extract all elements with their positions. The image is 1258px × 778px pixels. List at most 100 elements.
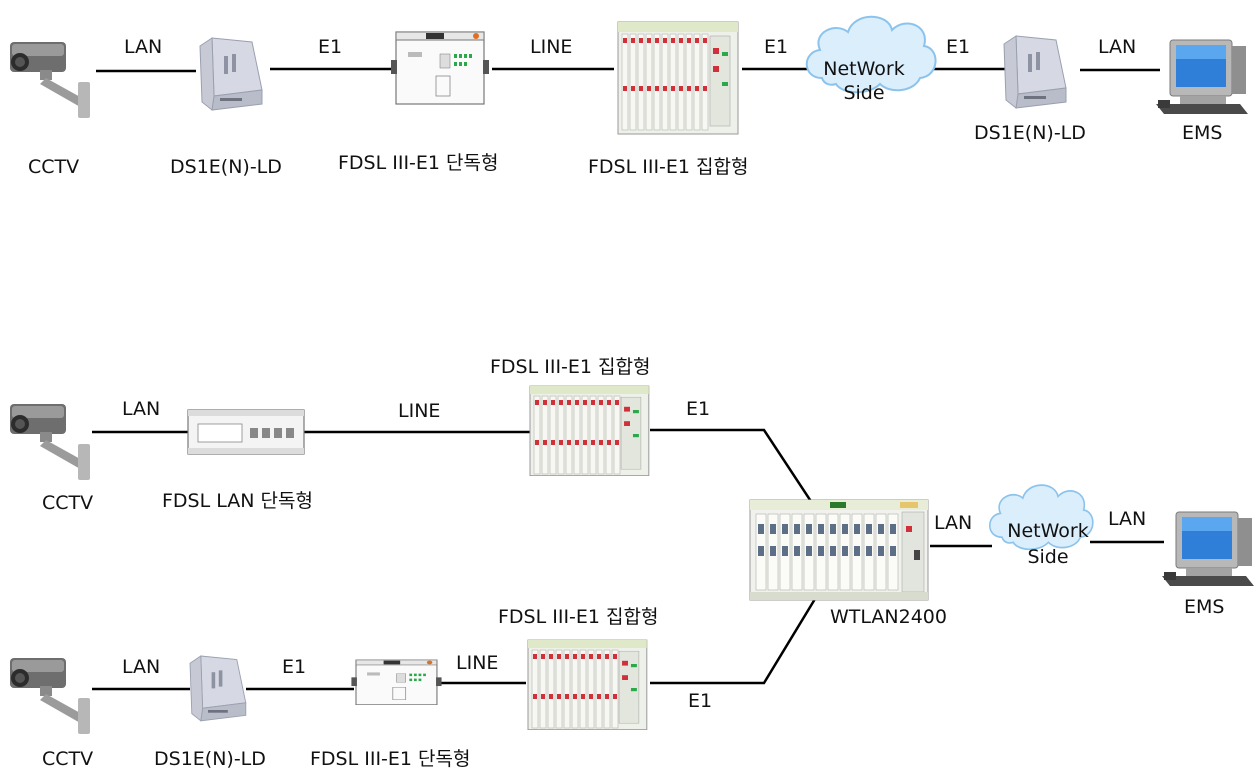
wtlan2400-label: WTLAN2400 [830,606,947,628]
rack-card-led [565,694,569,699]
rack-card-slot [564,650,570,728]
rack-card-led [543,400,547,405]
bottom-lan-ems-label: LAN [1108,508,1146,530]
rack-card-led [535,440,539,445]
top-ds1e-b-label: DS1E(N)-LD [974,122,1086,144]
top-fdsl-rack-icon [618,22,738,134]
rack-card-led [605,654,609,659]
rack-card-led [565,654,569,659]
wtlan-port [878,546,884,556]
bottom-ems-label: EMS [1184,596,1224,618]
rack-card-led [615,400,619,405]
wtlan-port [842,546,848,556]
rack-card-led [559,440,563,445]
rack-card-slot [638,34,644,130]
wtlan-port [878,524,884,534]
rack-card-led [647,86,651,91]
bottom-ds1e-modem-icon [190,656,246,721]
rack-card-slot [542,396,548,474]
wtlan-port [782,524,788,534]
bottom-fdsl-standalone-icon [351,660,441,705]
rack-card-led [575,400,579,405]
rack-card-slot [654,34,660,130]
top-line-label: LINE [530,36,572,58]
rack-card-led [647,38,651,43]
wtlan-port [758,546,764,556]
rack-card-slot [612,650,618,728]
rack-card-led [583,400,587,405]
wtlan-port [770,546,776,556]
rack-card-led [597,694,601,699]
rack-card-led [607,400,611,405]
rack-card-led [703,86,707,91]
rack-card-led [605,694,609,699]
rack-card-slot [572,650,578,728]
rack-card-led [575,440,579,445]
rack-card-led [559,400,563,405]
bottom-cctv-a-label: CCTV [42,492,93,514]
bottom-cctv-b-camera-icon [10,658,90,734]
wtlan-port [830,546,836,556]
rack-card-led [679,86,683,91]
rack-card-slot [596,650,602,728]
bottom-fdsl-rack-a-icon [530,386,649,476]
rack-card-slot [598,396,604,474]
rack-card-slot [606,396,612,474]
top-fdsl-rack-label: FDSL III-E1 집합형 [588,156,748,178]
bottom-lan-a-label: LAN [122,398,160,420]
wtlan-port [866,546,872,556]
rack-card-slot [540,650,546,728]
bottom-lan-w-label: LAN [934,512,972,534]
top-ds1e-modem-icon [200,38,262,110]
rack-card-led [557,694,561,699]
rack-card-led [557,654,561,659]
rack-card-led [687,38,691,43]
rack-card-slot [590,396,596,474]
rack-card-led [597,654,601,659]
bottom-fdsl-rack-b-label: FDSL III-E1 집합형 [498,606,658,628]
rack-card-led [543,440,547,445]
rack-card-led [703,38,707,43]
rack-card-led [573,694,577,699]
rack-card-slot [580,650,586,728]
bottom-fdsl-standalone-label: FDSL III-E1 단독형 [310,748,470,770]
rack-card-led [655,38,659,43]
rack-card-led [631,86,635,91]
wtlan-port [890,546,896,556]
rack-card-slot [604,650,610,728]
wtlan2400-chassis-icon [750,500,928,600]
rack-card-led [695,38,699,43]
wtlan-port [818,524,824,534]
rack-card-led [589,654,593,659]
rack-card-led [567,440,571,445]
rack-card-slot [702,34,708,130]
wtlan-port [806,546,812,556]
wtlan-port [842,524,848,534]
rack-card-led [567,400,571,405]
rack-card-slot [678,34,684,130]
wtlan-port [866,524,872,534]
bottom-cloud-label-2: Side [993,546,1103,568]
rack-card-led [623,38,627,43]
bottom-e1-b1-label: E1 [282,656,306,678]
rack-card-led [551,400,555,405]
bottom-line-a-label: LINE [398,400,440,422]
rack-card-slot [548,650,554,728]
top-cctv-camera-icon [10,42,90,118]
rack-card-led [615,440,619,445]
wtlan-port [794,524,800,534]
rack-card-led [613,654,617,659]
rack-card-slot [614,396,620,474]
rack-card-slot [534,396,540,474]
rack-card-led [687,86,691,91]
rack-card-led [591,440,595,445]
wtlan-port [830,524,836,534]
rack-card-led [639,38,643,43]
top-ems-computer-icon [1156,40,1248,114]
wtlan-port [806,524,812,534]
rack-card-slot [694,34,700,130]
rack-card-led [589,694,593,699]
rack-card-led [581,654,585,659]
top-ds1e-a-label: DS1E(N)-LD [170,156,282,178]
